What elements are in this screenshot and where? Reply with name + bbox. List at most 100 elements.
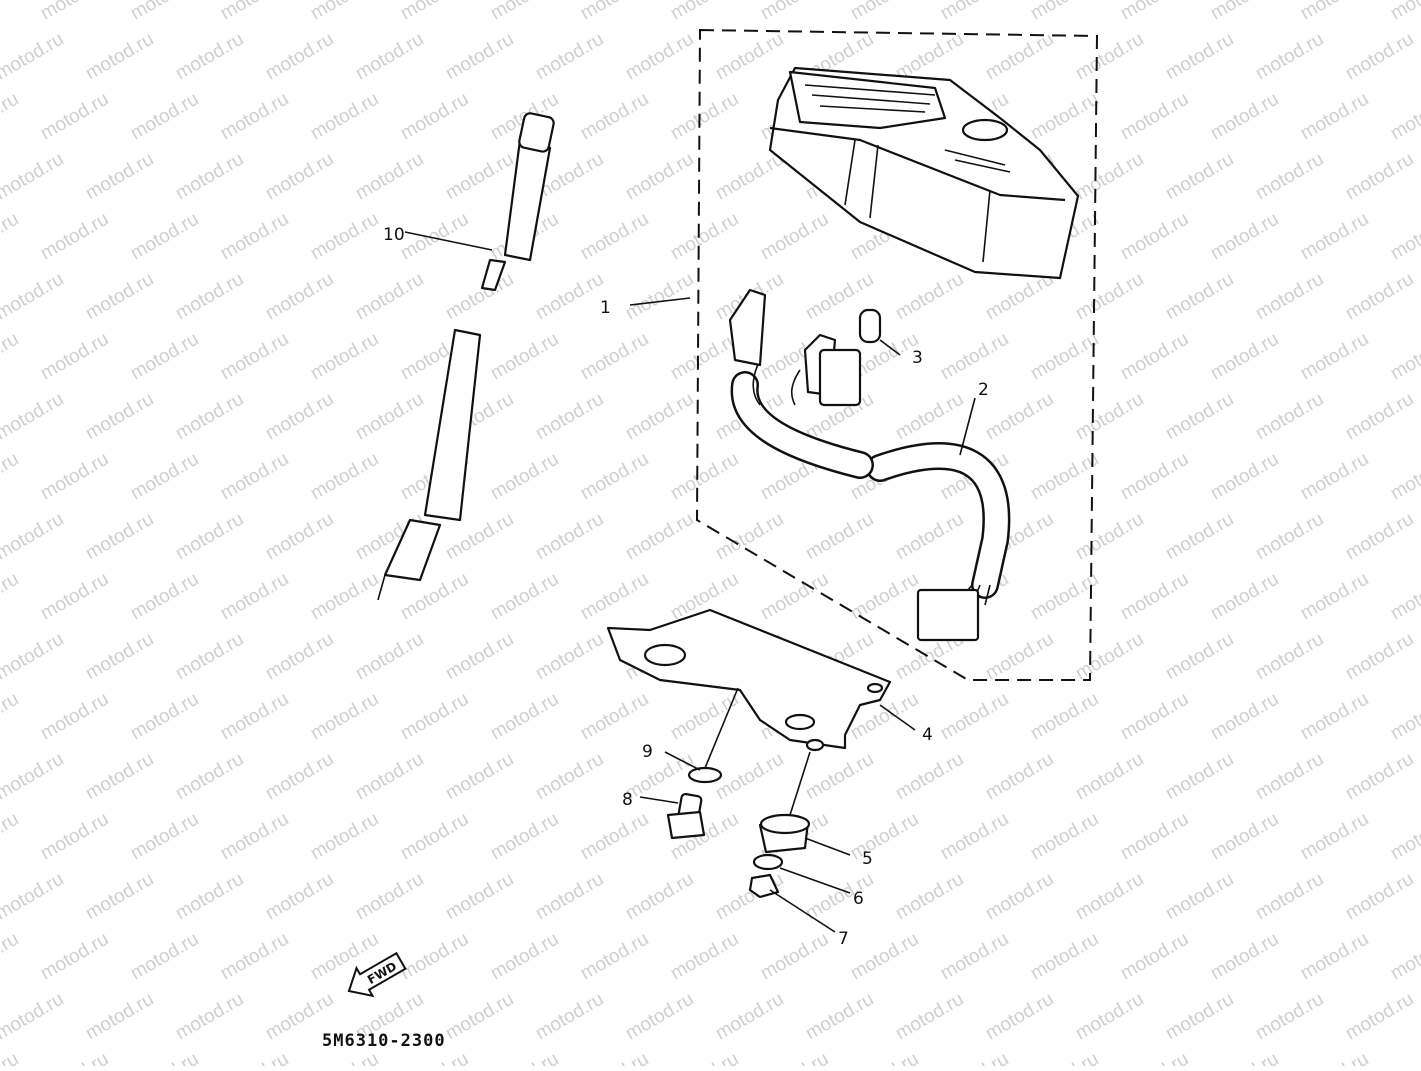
watermark-text: motod.ru [262, 389, 337, 445]
watermark-text: motod.ru [1207, 209, 1282, 265]
watermark-text: motod.ru [442, 269, 517, 325]
watermark-text: motod.ru [532, 629, 607, 685]
meter-bracket[interactable] [606, 608, 892, 752]
watermark-text: motod.ru [352, 389, 427, 445]
watermark-text: motod.ru [172, 749, 247, 805]
watermark-text: motod.ru [1387, 689, 1421, 745]
watermark-text: motod.ru [622, 869, 697, 925]
speedometer-cable[interactable] [377, 112, 555, 601]
watermark-text: motod.ru [442, 149, 517, 205]
watermark-text: motod.ru [937, 809, 1012, 865]
watermark-text: motod.ru [1027, 329, 1102, 385]
callout-2: 2 [978, 380, 989, 400]
watermark-text: motod.ru [1387, 929, 1421, 985]
watermark-text: motod.ru [37, 329, 112, 385]
watermark-text: motod.ru [172, 29, 247, 85]
watermark-text: motod.ru [397, 929, 472, 985]
watermark-text: motod.ru [1072, 149, 1147, 205]
watermark-text: motod.ru [1342, 29, 1417, 85]
meter-assembly[interactable] [768, 66, 1080, 280]
watermark-text: motod.ru [937, 1049, 1012, 1066]
watermark-text: motod.ru [1072, 269, 1147, 325]
watermark-text: motod.ru [667, 1049, 742, 1066]
watermark-text: motod.ru [262, 149, 337, 205]
assembly-boundary [695, 28, 1099, 681]
watermark-text: motod.ru [1297, 689, 1372, 745]
callout-7: 7 [838, 929, 849, 949]
watermark-text: motod.ru [757, 209, 832, 265]
watermark-text: motod.ru [1207, 929, 1282, 985]
watermark-text: motod.ru [307, 809, 382, 865]
watermark-text: motod.ru [847, 809, 922, 865]
watermark-text: motod.ru [532, 749, 607, 805]
watermark-text: motod.ru [622, 149, 697, 205]
watermark-text: motod.ru [1162, 629, 1237, 685]
wire-harness[interactable] [728, 288, 1011, 642]
watermark-text: motod.ru [397, 809, 472, 865]
watermark-text: motod.ru [1207, 89, 1282, 145]
watermark-text: motod.ru [1162, 509, 1237, 565]
watermark-text: motod.ru [217, 449, 292, 505]
watermark-text: motod.ru [487, 569, 562, 625]
watermark-text: motod.ru [1072, 509, 1147, 565]
watermark-text: motod.ru [37, 929, 112, 985]
watermark-text: motod.ru [0, 689, 22, 745]
watermark-text: motod.ru [667, 689, 742, 745]
washer-lower[interactable] [752, 853, 784, 871]
watermark-text: motod.ru [1387, 1049, 1421, 1066]
watermark-text: motod.ru [1117, 569, 1192, 625]
watermark-text: motod.ru [217, 89, 292, 145]
watermark-text: motod.ru [37, 0, 112, 24]
watermark-text: motod.ru [1342, 509, 1417, 565]
watermark-text: motod.ru [892, 869, 967, 925]
watermark-text: motod.ru [487, 809, 562, 865]
watermark-text: motod.ru [262, 869, 337, 925]
watermark-text: motod.ru [1387, 329, 1421, 385]
watermark-text: motod.ru [0, 989, 67, 1045]
watermark-text: motod.ru [172, 989, 247, 1045]
callout-6: 6 [853, 889, 864, 909]
watermark-text: motod.ru [172, 269, 247, 325]
watermark-text: motod.ru [487, 449, 562, 505]
grommet[interactable] [758, 813, 811, 854]
watermark-text: motod.ru [0, 29, 67, 85]
indicator-bulb[interactable] [858, 308, 882, 344]
watermark-text: motod.ru [1072, 749, 1147, 805]
watermark-text: motod.ru [1027, 89, 1102, 145]
watermark-text: motod.ru [1342, 989, 1417, 1045]
watermark-text: motod.ru [1027, 929, 1102, 985]
callout-3: 3 [912, 348, 923, 368]
watermark-text: motod.ru [622, 389, 697, 445]
bolt[interactable] [666, 792, 706, 840]
watermark-text: motod.ru [1342, 629, 1417, 685]
watermark-text: motod.ru [0, 449, 22, 505]
watermark-text: motod.ru [622, 269, 697, 325]
watermark-text: motod.ru [1297, 449, 1372, 505]
watermark-text: motod.ru [217, 209, 292, 265]
watermark-text: motod.ru [622, 509, 697, 565]
watermark-text: motod.ru [307, 209, 382, 265]
watermark-text: motod.ru [172, 149, 247, 205]
watermark-text: motod.ru [847, 929, 922, 985]
watermark-text: motod.ru [1387, 0, 1421, 24]
watermark-text: motod.ru [0, 89, 22, 145]
watermark-text: motod.ru [577, 689, 652, 745]
watermark-text: motod.ru [487, 689, 562, 745]
watermark-text: motod.ru [1162, 869, 1237, 925]
watermark-text: motod.ru [847, 0, 922, 24]
watermark-text: motod.ru [1252, 989, 1327, 1045]
watermark-text: motod.ru [1387, 809, 1421, 865]
watermark-text: motod.ru [757, 929, 832, 985]
watermark-text: motod.ru [37, 569, 112, 625]
watermark-text: motod.ru [577, 569, 652, 625]
watermark-text: motod.ru [1297, 329, 1372, 385]
watermark-text: motod.ru [0, 869, 67, 925]
watermark-text: motod.ru [0, 209, 22, 265]
watermark-text: motod.ru [982, 869, 1057, 925]
watermark-text: motod.ru [1072, 869, 1147, 925]
watermark-text: motod.ru [1162, 389, 1237, 445]
washer-upper[interactable] [687, 766, 723, 784]
watermark-text: motod.ru [217, 809, 292, 865]
watermark-text: motod.ru [37, 89, 112, 145]
